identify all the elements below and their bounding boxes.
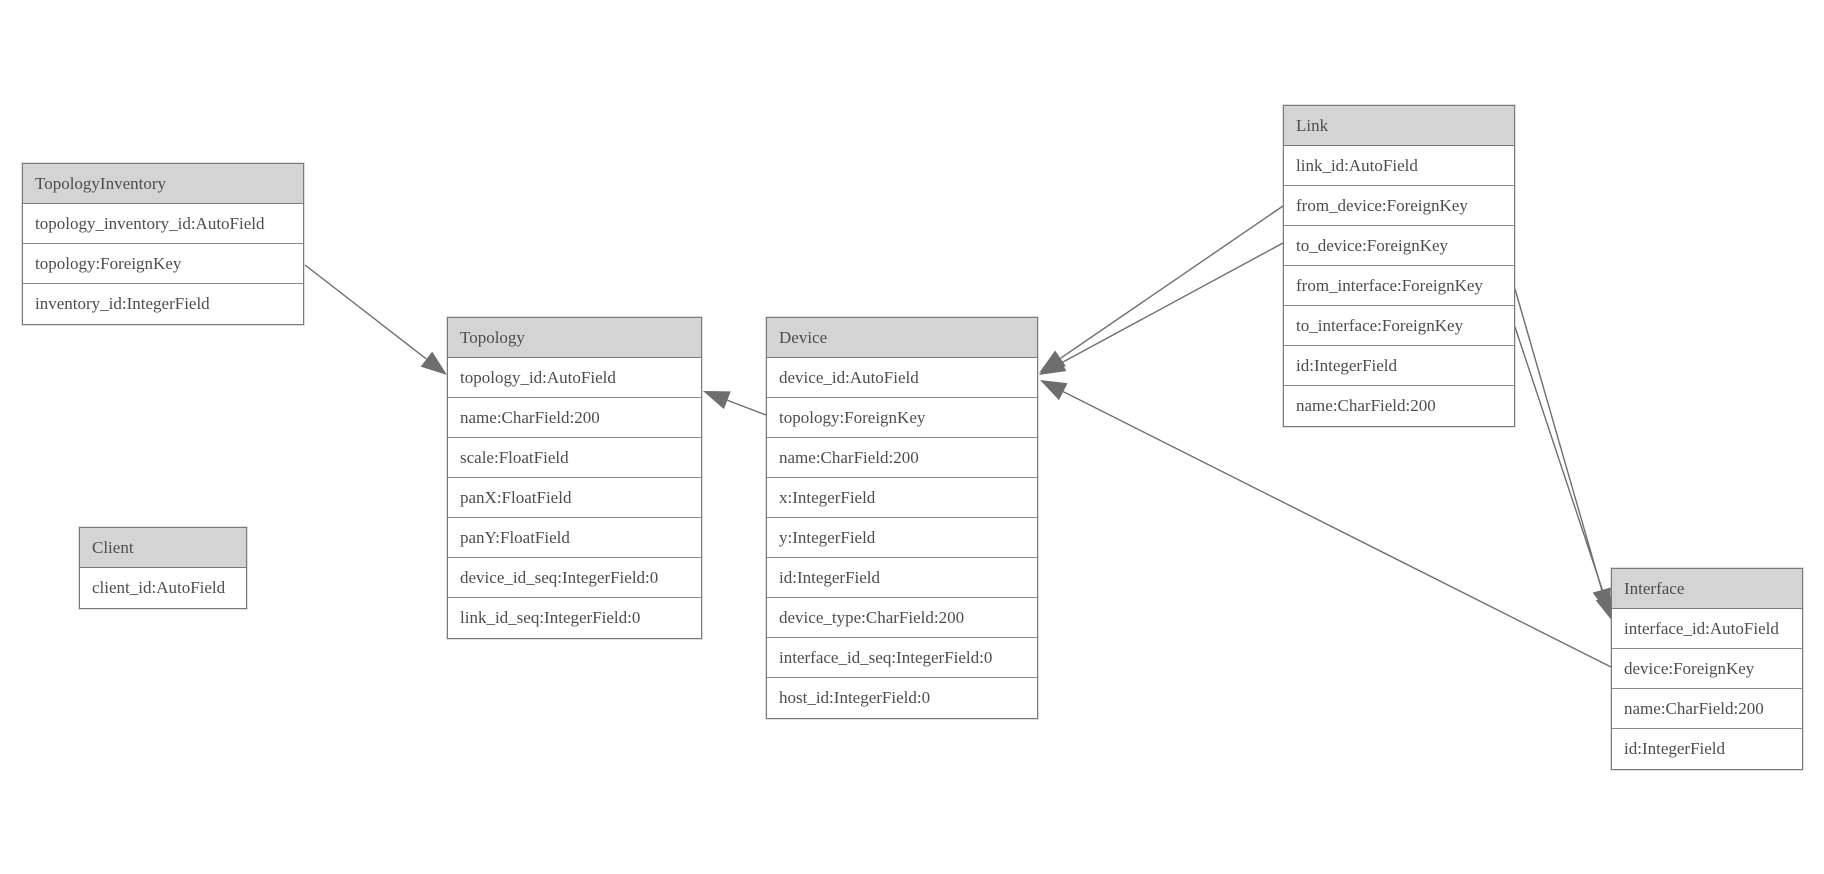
relationship-line-link-from-interface [1514,288,1603,591]
entity-field-row: topology:ForeignKey [767,398,1037,438]
arrowhead-interface-device [1040,380,1068,401]
entity-field-row: id:IntegerField [1612,729,1802,769]
arrowhead-link-to-interface [1595,594,1614,622]
entity-field-row: scale:FloatField [448,438,701,478]
entity-field-row: device_id:AutoField [767,358,1037,398]
arrowhead-topologyinventory-topology [420,351,447,375]
entity-field-row: name:CharField:200 [1284,386,1514,426]
entity-field-row: panX:FloatField [448,478,701,518]
entity-field-row: id:IntegerField [1284,346,1514,386]
entity-field-row: topology_inventory_id:AutoField [23,204,303,244]
entity-title-topology-inventory: TopologyInventory [23,164,303,204]
relationship-line-link-to-device [1061,242,1284,364]
arrowhead-link-to-device [1039,354,1067,375]
entity-field-row: link_id:AutoField [1284,146,1514,186]
entity-field-row: from_device:ForeignKey [1284,186,1514,226]
entity-field-row: name:CharField:200 [448,398,701,438]
entity-field-row: interface_id_seq:IntegerField:0 [767,638,1037,678]
entity-field-row: host_id:IntegerField:0 [767,678,1037,718]
entity-field-row: client_id:AutoField [80,568,246,608]
entity-field-row: to_device:ForeignKey [1284,226,1514,266]
entity-title-topology: Topology [448,318,701,358]
entity-field-row: y:IntegerField [767,518,1037,558]
entity-title-interface: Interface [1612,569,1802,609]
entity-field-row: device_id_seq:IntegerField:0 [448,558,701,598]
entity-field-row: interface_id:AutoField [1612,609,1802,649]
entity-field-row: id:IntegerField [767,558,1037,598]
entity-field-row: panY:FloatField [448,518,701,558]
entity-field-row: name:CharField:200 [1612,689,1802,729]
entity-title-device: Device [767,318,1037,358]
entity-field-row: x:IntegerField [767,478,1037,518]
entity-field-row: device:ForeignKey [1612,649,1802,689]
entity-field-row: device_type:CharField:200 [767,598,1037,638]
entity-field-row: topology:ForeignKey [23,244,303,284]
relationship-line-topologyinventory-topology [304,264,427,360]
entity-field-row: to_interface:ForeignKey [1284,306,1514,346]
entity-field-row: inventory_id:IntegerField [23,284,303,324]
relationship-line-interface-device [1062,391,1612,668]
arrowhead-device-topology [703,391,731,410]
entity-field-row: name:CharField:200 [767,438,1037,478]
entity-title-link: Link [1284,106,1514,146]
relationship-line-link-to-interface [1514,326,1606,598]
relationship-line-link-from-device [1060,205,1284,359]
relationship-line-device-topology [727,399,767,416]
entity-field-row: from_interface:ForeignKey [1284,266,1514,306]
entity-field-row: link_id_seq:IntegerField:0 [448,598,701,638]
entity-title-client: Client [80,528,246,568]
entity-field-row: topology_id:AutoField [448,358,701,398]
